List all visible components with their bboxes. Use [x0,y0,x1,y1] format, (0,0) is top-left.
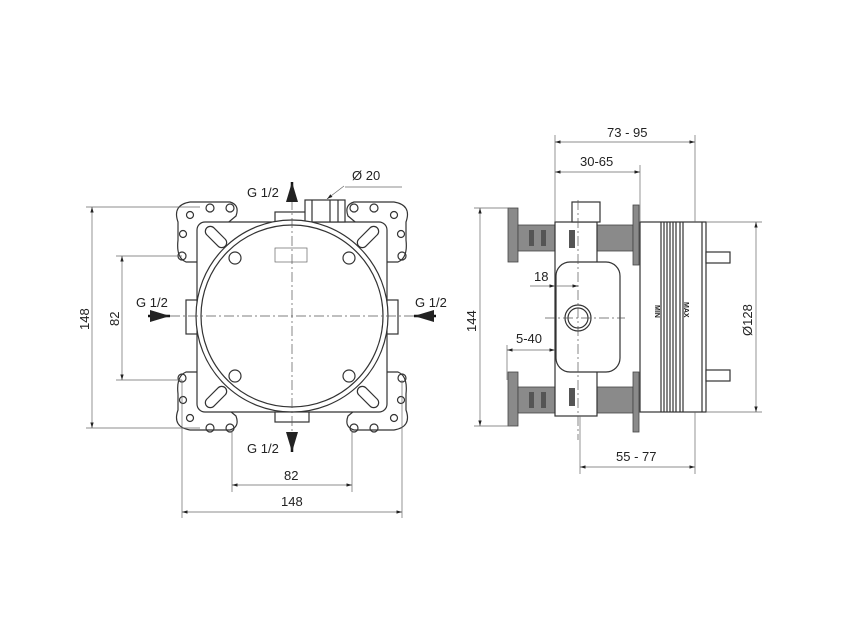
dim-wall-range: 5-40 [516,331,542,346]
dim-depth-body: 30-65 [580,154,613,169]
port-left [185,299,198,335]
mounting-bracket-bottom-left [175,371,238,433]
dim-tube-diameter: Ø128 [740,304,755,336]
min-mark: MIN [653,305,660,318]
flange-top [507,207,519,263]
dim-depth-total: 73 - 95 [607,125,647,140]
label-top-port: G 1/2 [247,185,279,200]
pipe-connector [304,199,346,223]
dim-height-outer: 148 [77,308,92,330]
label-pipe-diameter: Ø 20 [352,168,380,183]
front-view: G 1/2 G 1/2 G 1/2 G 1/2 Ø 20 148 82 82 1… [77,168,447,518]
mounting-bracket-top-left [175,201,238,263]
flange-bottom [507,371,519,427]
port-right [386,299,399,335]
label-left-port: G 1/2 [136,295,168,310]
mounting-bracket-bottom-right [346,371,409,433]
dim-offset: 18 [534,269,548,284]
dim-width-inner: 82 [284,468,298,483]
side-view: MIN MAX 73 - 95 30-65 144 18 5-40 Ø128 5… [464,125,762,474]
max-mark: MAX [682,302,689,318]
dim-width-outer: 148 [281,494,303,509]
label-right-port: G 1/2 [415,295,447,310]
dim-height: 144 [464,310,479,332]
dim-height-inner: 82 [107,312,122,326]
mounting-bracket-top-right [346,201,409,263]
label-bottom-port: G 1/2 [247,441,279,456]
dim-tube-range: 55 - 77 [616,449,656,464]
label-plate [274,247,308,263]
